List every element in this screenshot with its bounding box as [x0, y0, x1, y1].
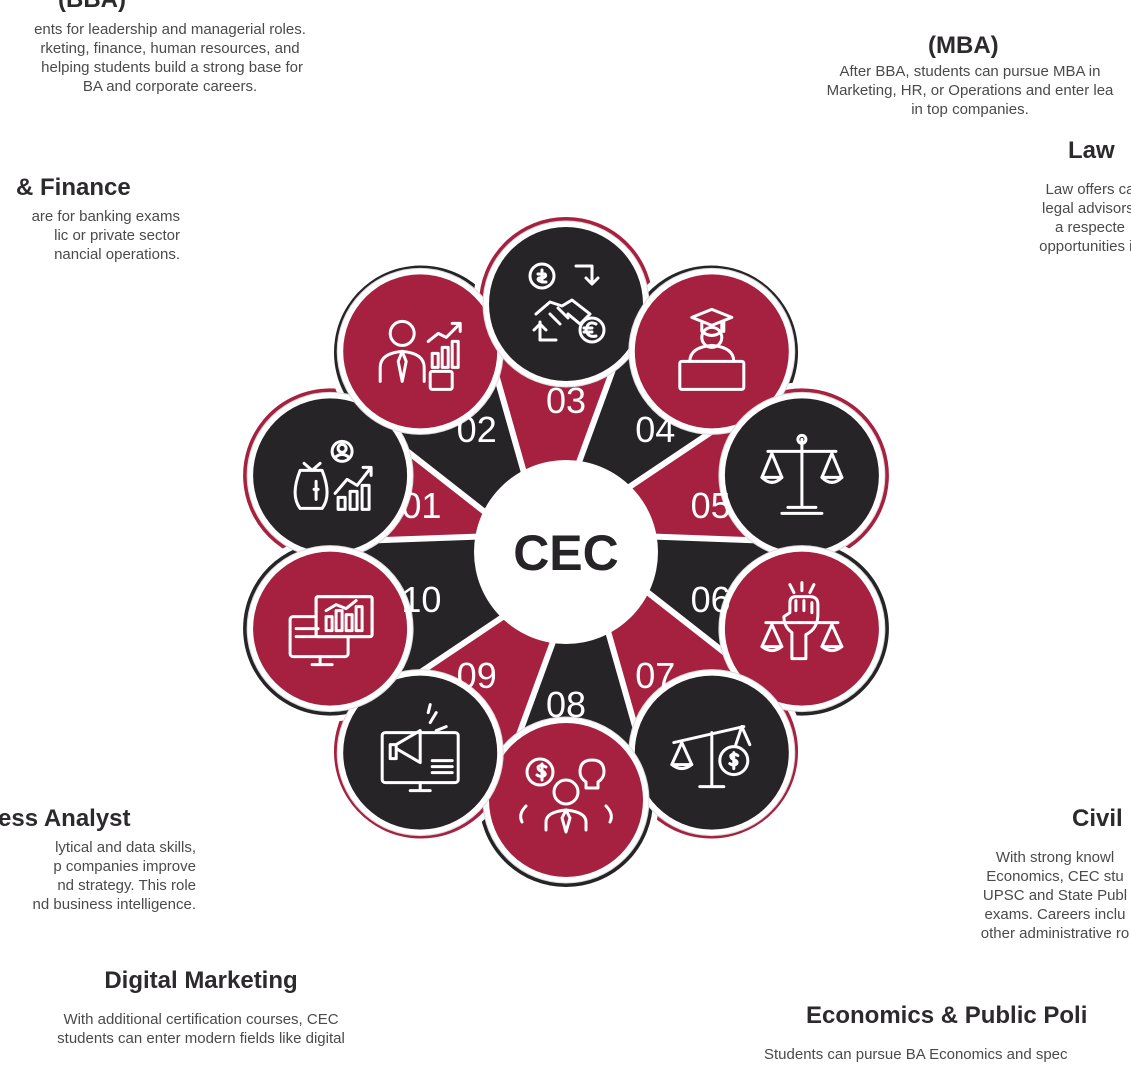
- civil-services-description: With strong knowl Economics, CEC stu UPS…: [980, 849, 1130, 942]
- petal-number-02: 02: [457, 409, 497, 450]
- petal-number-08: 08: [546, 684, 586, 725]
- civil-services-title: Civil: [1072, 805, 1123, 832]
- megaphone-monitor-icon: [336, 669, 504, 837]
- mba-title: (MBA): [928, 32, 999, 59]
- money-bag-growth-icon: [246, 391, 414, 559]
- fist-scales-icon: [718, 545, 886, 713]
- balance-dollar-icon: [628, 669, 796, 837]
- businessman-chart-icon: [336, 267, 504, 435]
- scales-of-justice-icon: [718, 391, 886, 559]
- banking-finance-title: & Finance: [16, 174, 131, 201]
- center-label: CEC: [513, 525, 619, 581]
- petal-number-04: 04: [635, 409, 675, 450]
- law-description: Law offers ca legal advisors, a respecte…: [1039, 181, 1131, 255]
- petal-number-01: 01: [401, 485, 441, 526]
- law-title: Law: [1068, 137, 1115, 164]
- bba-title: (BBA): [58, 0, 126, 14]
- petal-number-06: 06: [691, 579, 731, 620]
- banking-finance-description: are for banking exams lic or private sec…: [31, 208, 180, 263]
- digital-marketing-title: Digital Marketing: [104, 967, 298, 994]
- mba-description: After BBA, students can pursue MBA in Ma…: [826, 63, 1114, 118]
- business-analyst-description: lytical and data skills, p companies imp…: [32, 839, 196, 913]
- business-analyst-title: ess Analyst: [0, 805, 131, 832]
- person-ideas-icon: [482, 716, 650, 884]
- handshake-exchange-icon: [482, 220, 650, 388]
- digital-marketing-description: With additional certification courses, C…: [57, 1011, 345, 1047]
- center-hub: [474, 460, 658, 644]
- graduate-lectern-icon: [628, 267, 796, 435]
- economics-policy-description: Students can pursue BA Economics and spe…: [764, 1046, 1068, 1063]
- petal-number-05: 05: [691, 485, 731, 526]
- economics-policy-title: Economics & Public Poli: [806, 1002, 1088, 1029]
- petal-number-03: 03: [546, 380, 586, 421]
- petal-number-09: 09: [457, 655, 497, 696]
- petal-number-10: 10: [401, 579, 441, 620]
- petal-number-07: 07: [635, 655, 675, 696]
- monitor-analytics-icon: [246, 545, 414, 713]
- bba-description: ents for leadership and managerial roles…: [34, 21, 306, 95]
